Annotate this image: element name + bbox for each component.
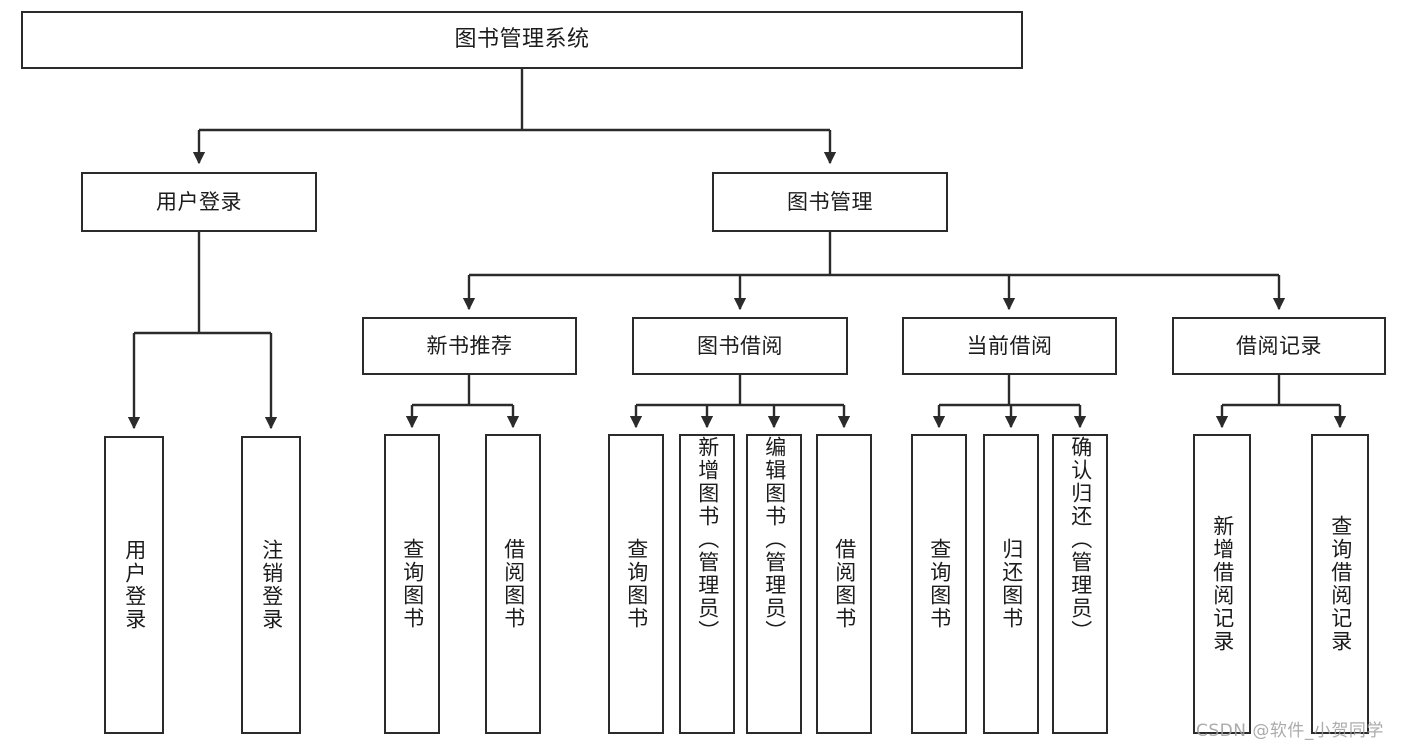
- node-book-borrow[interactable]: 图书借阅: [632, 317, 848, 375]
- node-book-management[interactable]: 图书管理: [712, 172, 948, 232]
- node-book-borrow-label: 图书借阅: [697, 333, 783, 358]
- leaf-return-book[interactable]: 归还图书: [983, 434, 1039, 734]
- leaf-add-book-admin-label: 新增图书（管理员）: [695, 436, 720, 643]
- node-borrow-record[interactable]: 借阅记录: [1172, 317, 1386, 375]
- leaf-confirm-return-admin-label: 确认归还（管理员）: [1068, 436, 1093, 643]
- leaf-query-book-current[interactable]: 查询图书: [911, 434, 967, 734]
- leaf-add-book-admin[interactable]: 新增图书（管理员）: [679, 434, 735, 734]
- leaf-borrow-book-recommend[interactable]: 借阅图书: [485, 434, 541, 734]
- leaf-borrow-book[interactable]: 借阅图书: [816, 434, 872, 734]
- leaf-borrow-book-recommend-label: 借阅图书: [501, 538, 526, 630]
- node-root-label: 图书管理系统: [454, 27, 590, 53]
- leaf-query-book-borrow-label: 查询图书: [624, 538, 649, 630]
- leaf-user-logout[interactable]: 注销登录: [241, 436, 301, 734]
- node-user-login[interactable]: 用户登录: [81, 172, 317, 232]
- node-book-management-label: 图书管理: [787, 189, 873, 214]
- leaf-query-book-recommend-label: 查询图书: [400, 538, 425, 630]
- leaf-edit-book-admin-label: 编辑图书（管理员）: [762, 436, 787, 643]
- leaf-return-book-label: 归还图书: [999, 538, 1024, 630]
- node-current-borrow[interactable]: 当前借阅: [902, 317, 1117, 375]
- leaf-confirm-return-admin[interactable]: 确认归还（管理员）: [1052, 434, 1108, 734]
- leaf-user-logout-label: 注销登录: [259, 539, 284, 631]
- node-borrow-record-label: 借阅记录: [1236, 333, 1322, 358]
- leaf-query-book-current-label: 查询图书: [927, 538, 952, 630]
- leaf-query-book-recommend[interactable]: 查询图书: [384, 434, 440, 734]
- leaf-borrow-book-label: 借阅图书: [832, 538, 857, 630]
- leaf-user-login-label: 用户登录: [122, 539, 147, 631]
- watermark-text: CSDN @软件_小贺同学: [1196, 721, 1384, 741]
- node-new-book-recommend-label: 新书推荐: [426, 333, 513, 358]
- leaf-add-borrow-record-label: 新增借阅记录: [1210, 515, 1235, 653]
- leaf-user-login[interactable]: 用户登录: [104, 436, 164, 734]
- node-root[interactable]: 图书管理系统: [21, 11, 1023, 69]
- node-user-login-label: 用户登录: [156, 189, 242, 214]
- leaf-add-borrow-record[interactable]: 新增借阅记录: [1193, 434, 1251, 734]
- leaf-query-borrow-record-label: 查询借阅记录: [1328, 515, 1353, 653]
- node-new-book-recommend[interactable]: 新书推荐: [362, 317, 577, 375]
- leaf-query-book-borrow[interactable]: 查询图书: [608, 434, 664, 734]
- leaf-edit-book-admin[interactable]: 编辑图书（管理员）: [746, 434, 802, 734]
- node-current-borrow-label: 当前借阅: [966, 333, 1053, 358]
- leaf-query-borrow-record[interactable]: 查询借阅记录: [1311, 434, 1369, 734]
